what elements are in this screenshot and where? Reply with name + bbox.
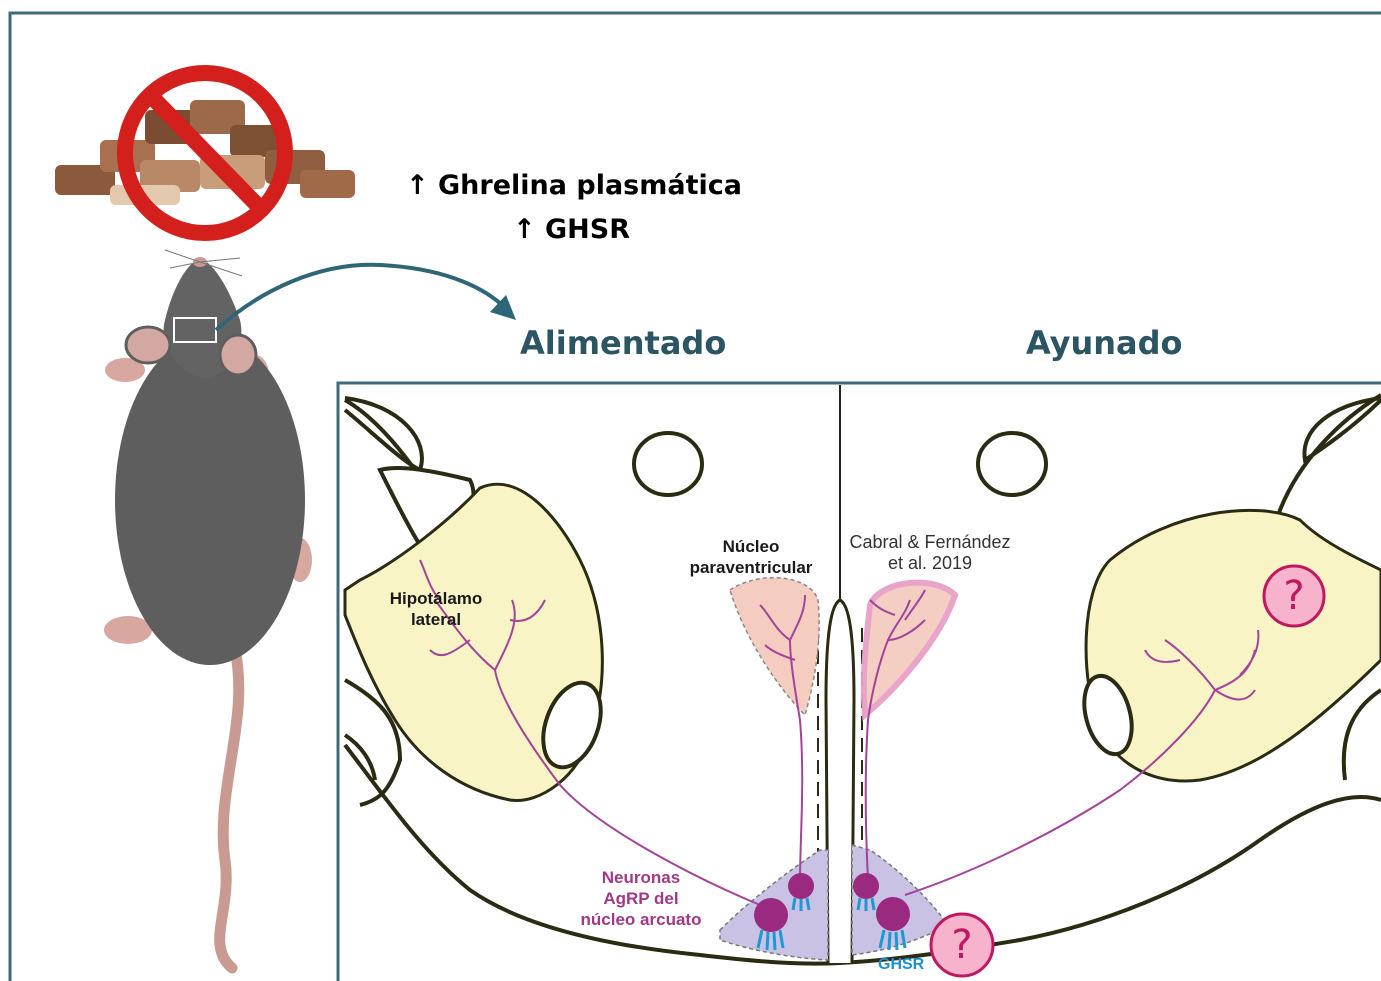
label-paraventricular: Núcleo paraventricular xyxy=(676,536,826,578)
tract-fed xyxy=(634,433,702,495)
no-food-icon xyxy=(55,73,355,233)
label-lateral-hypothalamus: Hipotálamo lateral xyxy=(366,588,506,630)
question-mark-arcuate: ? xyxy=(932,925,992,965)
condition-fed: Alimentado xyxy=(520,324,726,362)
mouse-icon xyxy=(104,250,312,968)
header-ghsr: ↑ GHSR xyxy=(513,214,630,245)
tract-fasted xyxy=(978,433,1046,495)
condition-fasted: Ayunado xyxy=(1026,324,1183,362)
header-ghrelin: ↑ Ghrelina plasmática xyxy=(406,170,742,201)
label-ghsr: GHSR xyxy=(878,956,924,974)
label-arcuate-neurons: Neuronas AgRP del núcleo arcuato xyxy=(566,867,716,930)
question-mark-lateral: ? xyxy=(1264,576,1324,616)
third-ventricle xyxy=(826,600,854,963)
citation: Cabral & Fernández et al. 2019 xyxy=(840,532,1020,574)
curved-arrow-icon xyxy=(216,265,516,330)
